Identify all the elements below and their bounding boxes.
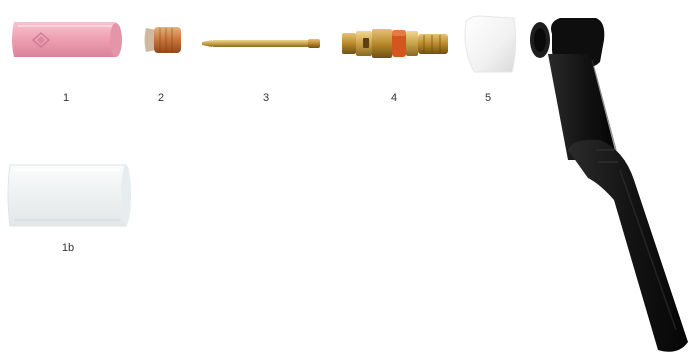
part-label-5: 5 <box>476 92 500 104</box>
part-label-1: 1 <box>54 92 78 104</box>
brass-collet-icon <box>202 39 320 48</box>
part-label-2: 2 <box>149 92 173 104</box>
glass-cup-icon <box>8 165 131 226</box>
torch-icon <box>530 18 688 352</box>
part-label-3: 3 <box>254 92 278 104</box>
part-label-1b: 1b <box>56 242 80 254</box>
part-label-4: 4 <box>382 92 406 104</box>
white-insulator-icon <box>465 16 516 72</box>
copper-collet-icon <box>145 27 182 53</box>
ceramic-nozzle-icon <box>12 22 122 57</box>
collet-body-icon <box>342 29 448 58</box>
